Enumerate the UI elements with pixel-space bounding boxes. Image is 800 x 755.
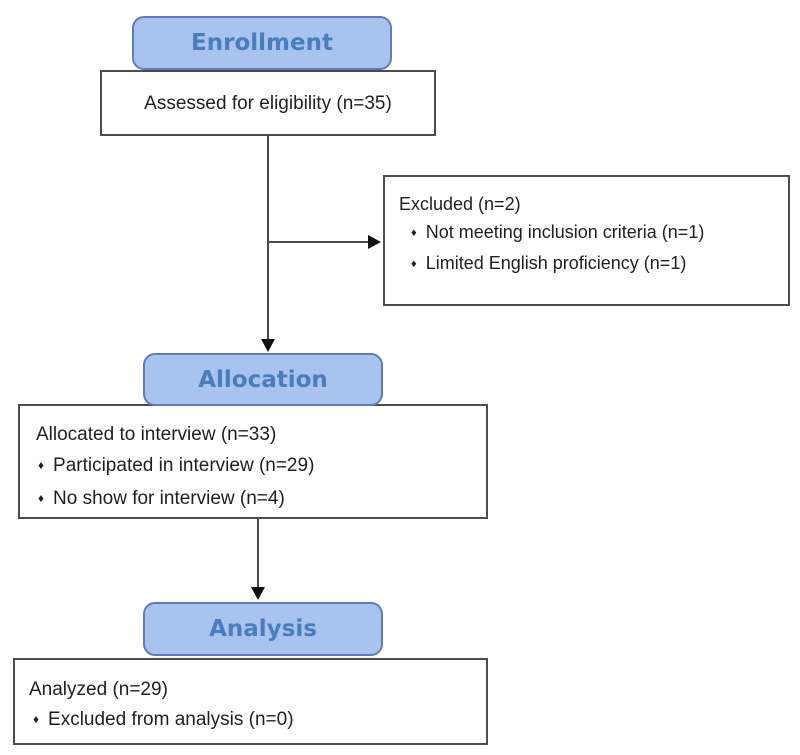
excluded-bullet-row: ♦ Not meeting inclusion criteria (n=1) (411, 218, 778, 249)
stage-enrollment-label: Enrollment (191, 30, 333, 56)
allocated-bullet-row: ♦ No show for interview (n=4) (38, 483, 476, 516)
allocated-box: Allocated to interview (n=33) ♦ Particip… (18, 404, 488, 519)
assessed-title: Assessed for eligibility (n=35) (144, 92, 392, 114)
excluded-box: Excluded (n=2) ♦ Not meeting inclusion c… (383, 175, 790, 306)
stage-analysis: Analysis (143, 602, 383, 656)
bullet-diamond-icon: ♦ (38, 492, 45, 505)
stage-allocation-label: Allocation (198, 366, 328, 393)
bullet-diamond-icon: ♦ (411, 258, 417, 270)
arrow-allocated-to-analysis (251, 519, 265, 600)
analyzed-bullet-row: ♦ Excluded from analysis (n=0) (33, 705, 476, 737)
excluded-bullet-row: ♦ Limited English proficiency (n=1) (411, 249, 778, 280)
allocated-title: Allocated to interview (n=33) (36, 424, 277, 445)
bullet-diamond-icon: ♦ (411, 227, 417, 239)
bullet-diamond-icon: ♦ (33, 713, 40, 726)
analyzed-box: Analyzed (n=29) ♦ Excluded from analysis… (13, 658, 488, 745)
stage-allocation: Allocation (143, 353, 383, 406)
allocated-bullet-text: No show for interview (n=4) (53, 488, 285, 509)
allocated-bullet-text: Participated in interview (n=29) (53, 455, 315, 476)
allocated-bullet-row: ♦ Participated in interview (n=29) (38, 450, 476, 483)
arrow-assessed-to-allocation (261, 136, 275, 352)
excluded-title: Excluded (n=2) (399, 194, 521, 214)
analyzed-title: Analyzed (n=29) (29, 679, 168, 700)
bullet-diamond-icon: ♦ (38, 459, 45, 472)
assessed-box: Assessed for eligibility (n=35) (100, 70, 436, 136)
arrow-branch-to-excluded (268, 235, 381, 249)
excluded-bullet-text: Not meeting inclusion criteria (n=1) (425, 222, 705, 242)
stage-analysis-label: Analysis (209, 616, 317, 642)
analyzed-bullet-text: Excluded from analysis (n=0) (48, 709, 294, 730)
stage-enrollment: Enrollment (132, 16, 392, 70)
excluded-bullet-text: Limited English proficiency (n=1) (425, 253, 687, 273)
